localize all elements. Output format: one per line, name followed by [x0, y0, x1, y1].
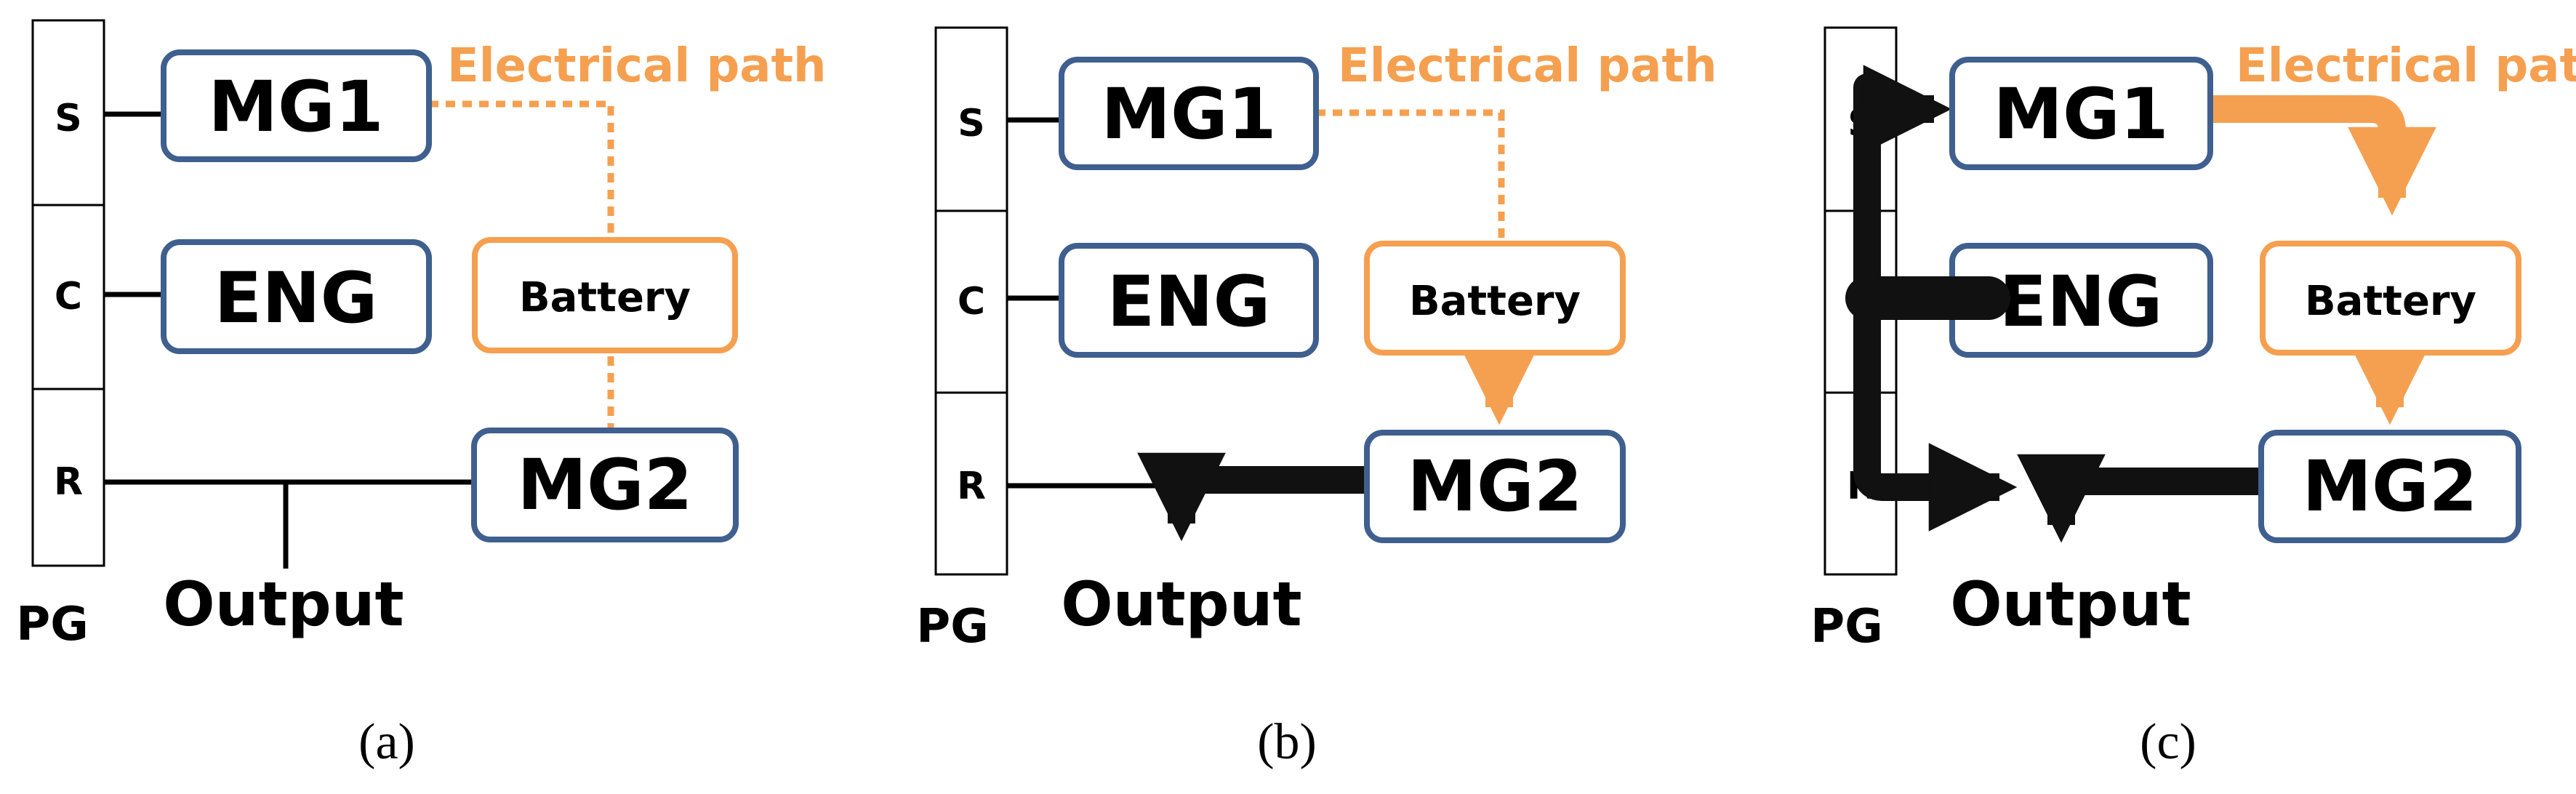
mechanical-flow-arrow [1853, 109, 2018, 532]
pg-segment-c: C [55, 275, 82, 318]
panel-b: S C R PG MG1 ENG Battery MG2 Electrical … [916, 26, 1717, 770]
mechanical-flow-arrow [2017, 454, 2261, 543]
output-label: Output [1061, 569, 1301, 640]
mg2-label: MG2 [1407, 446, 1582, 527]
eng-label: ENG [1999, 261, 2163, 342]
mg2-box [1364, 430, 1626, 543]
mg1-box [161, 49, 432, 162]
electrical-path-line [429, 100, 614, 240]
battery-label: Battery [2305, 278, 2476, 325]
pg-segment-c: C [958, 280, 985, 324]
pg-segment-s: S [55, 97, 81, 140]
battery-box [2260, 241, 2521, 356]
electrical-path-line [1316, 109, 1505, 244]
pg-column [934, 26, 1008, 576]
panel-c: S C R PG MG1 ENG Battery MG2 Electrical … [1810, 26, 2576, 770]
battery-box [472, 237, 738, 353]
mg1-box [1949, 57, 2213, 170]
panel-caption: (c) [2140, 714, 2196, 770]
mg2-label: MG2 [517, 444, 692, 526]
mechanical-flow-arrow [1137, 452, 1367, 542]
eng-label: ENG [214, 257, 378, 339]
mechanical-flow-arrow [1853, 65, 1983, 312]
mg1-box [1059, 57, 1319, 170]
mg1-label: MG1 [208, 66, 383, 148]
mg2-label: MG2 [2302, 446, 2477, 527]
panel-a: S C R PG MG1 ENG Battery MG2 Electrical … [16, 19, 827, 770]
output-label: Output [163, 569, 404, 640]
electrical-path-label: Electrical path [447, 39, 827, 93]
battery-label: Battery [1409, 278, 1581, 325]
eng-box [161, 239, 432, 354]
panel-caption: (b) [1257, 714, 1317, 770]
electrical-flow-arrow [2210, 95, 2436, 216]
electrical-path-label: Electrical path [1338, 39, 1717, 93]
mg2-box [471, 428, 739, 542]
battery-label: Battery [519, 274, 691, 321]
panel-caption: (a) [358, 714, 415, 770]
pg-label: PG [16, 598, 88, 651]
eng-label: ENG [1107, 261, 1271, 342]
mg2-box [2258, 430, 2521, 543]
pg-label: PG [916, 600, 988, 654]
pg-segment-r: R [54, 460, 83, 504]
eng-box [1059, 243, 1319, 358]
battery-box [1364, 241, 1626, 356]
pg-segment-s: S [958, 102, 984, 145]
pg-segment-r: R [957, 465, 986, 508]
pg-column [31, 19, 105, 567]
pg-label: PG [1810, 600, 1882, 654]
mg1-label: MG1 [1993, 73, 2168, 155]
mg1-label: MG1 [1101, 73, 1276, 155]
output-label: Output [1950, 569, 2191, 640]
electrical-path-label: Electrical path [2236, 39, 2576, 93]
